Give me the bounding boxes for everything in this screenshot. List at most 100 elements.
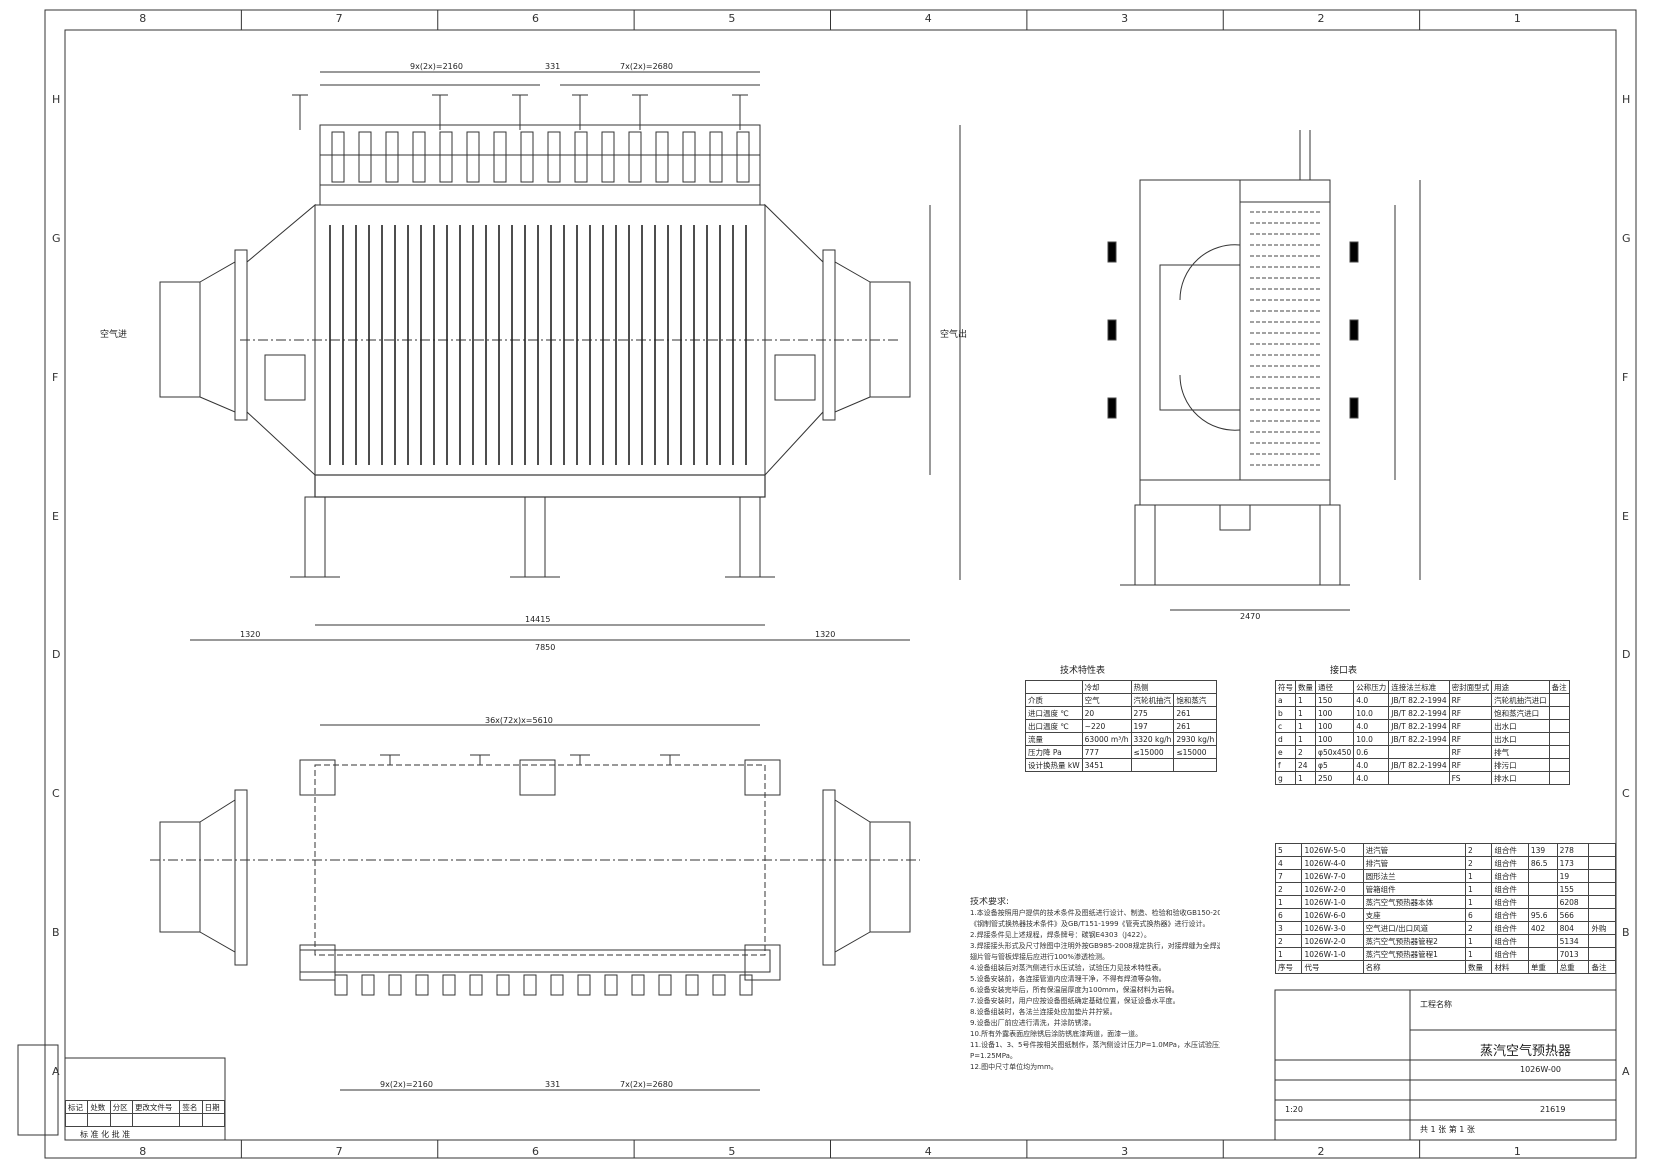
table-cell: 饱和蒸汽进口 [1491,706,1550,720]
table-cell: 数量 [1464,960,1493,974]
table-cell: 介质 [1025,693,1083,707]
table-cell [1527,882,1558,896]
table-cell: 6208 [1556,895,1590,909]
table-cell: d [1275,732,1296,746]
table-cell: 1 [1295,719,1316,733]
plan-header-pipe [712,974,726,996]
table-cell: 1 [1464,869,1493,883]
table-cell: 出水口 [1491,719,1550,733]
note-line: 2.焊接条件见上述规程，焊条牌号：碳钢E4303（J422）。 [970,931,1151,939]
table-cell: 公称压力 [1353,680,1390,694]
outer-border [44,9,1637,1159]
table-cell: 250 [1314,771,1355,785]
plan-header-pipe [523,974,537,996]
table-cell: 总重 [1556,960,1590,974]
table-cell [1548,745,1570,759]
zone-mark: 3 [1121,1145,1129,1158]
zone-mark: H [1622,93,1631,107]
table-cell: 3320 kg/h [1130,732,1175,746]
table-row: 冷却 热侧 [1025,680,1218,694]
table-cell: RF [1448,706,1493,720]
table-cell: 支座 [1362,908,1466,922]
table-cell: 标记 [64,1100,89,1114]
note-line: 《钢制管式换热器技术条件》及GB/T151-1999《管壳式换热器》进行设计。 [970,920,1210,928]
table-cell [1588,908,1616,922]
revision-table: 标记处数分区更改文件号签名日期 [64,1100,226,1127]
table-cell: 1 [1464,947,1493,961]
table-cell [1588,934,1616,948]
table-cell: 7013 [1556,947,1590,961]
table-cell: 圆形法兰 [1362,869,1466,883]
table-cell [1588,895,1616,909]
table-cell [1388,745,1450,759]
table-cell: φ5 [1314,758,1355,772]
project-name: 工程名称 [1420,1000,1452,1009]
table-cell [201,1113,226,1127]
plan-header-pipe [550,974,564,996]
weight: 21619 [1540,1105,1566,1114]
table-cell: 组合件 [1491,869,1529,883]
side-nozzle [1349,397,1359,419]
table-cell: 排污口 [1491,758,1550,772]
table-cell [1588,882,1616,896]
zone-mark: D [52,648,61,662]
table-cell: 1026W-1-0 [1301,947,1364,961]
table-cell: 275 [1130,706,1175,720]
header-pipe [547,131,561,183]
side-nozzle [1107,241,1117,263]
table-cell [1173,758,1218,772]
table-cell: 组合件 [1491,895,1529,909]
zone-mark: F [1622,370,1629,384]
table-cell: RF [1448,732,1493,746]
side-nozzle [1349,241,1359,263]
table-cell: 1 [1274,947,1303,961]
table-cell: 出水口 [1491,732,1550,746]
table-cell: 蒸汽空气预热器管程1 [1362,947,1466,961]
table-cell: 饱和蒸汽 [1173,693,1218,707]
table-cell: 更改文件号 [131,1100,181,1114]
note-line: 1.本设备按照用户提供的技术条件及图纸进行设计、制造、检验和验收GB150-20… [970,909,1220,917]
table-cell: f [1275,758,1296,772]
table-cell [109,1113,133,1127]
table-cell: 100 [1314,706,1355,720]
table-cell: 3 [1274,921,1303,935]
table-cell: 符号 [1275,680,1296,694]
table-cell [1548,706,1570,720]
note-line: 8.设备组装时，各法兰连接处应加垫片并拧紧。 [970,1008,1117,1016]
header-pipe [682,131,696,183]
table-cell: 出口温度 ℃ [1025,719,1083,733]
zone-mark: 5 [728,1145,736,1158]
table-cell: 设计换热量 kW [1025,758,1083,772]
table-cell: 代号 [1301,960,1364,974]
table-cell: JB/T 82.2-1994 [1388,693,1450,707]
table-cell: 566 [1556,908,1590,922]
header-pipe [520,131,534,183]
table-cell: RF [1448,758,1493,772]
table-cell: 24 [1295,758,1316,772]
table-cell: 备注 [1548,680,1570,694]
table-cell: JB/T 82.2-1994 [1388,719,1450,733]
header-pipe [466,131,480,183]
table-cell: φ50x450 [1314,745,1355,759]
tech-table-title: 技术特性表 [1060,666,1106,676]
table-cell: 组合件 [1491,934,1529,948]
plan-header-pipe [388,974,402,996]
table-cell [1548,719,1570,733]
table-row: 介质 空气 汽轮机抽汽 饱和蒸汽 [1025,693,1218,707]
table-cell: JB/T 82.2-1994 [1388,706,1450,720]
table-cell: 空气进口/出口风道 [1362,921,1466,935]
notes-title: 技术要求: [970,897,1010,907]
header-pipe [574,131,588,183]
air-inlet-label: 空气进 [100,330,128,340]
table-cell: 1 [1464,895,1493,909]
table-cell: 1026W-2-0 [1301,882,1364,896]
note-line: 5.设备安装前，各连接管道内应清理干净，不得有焊渣等杂物。 [970,975,1166,983]
table-cell: JB/T 82.2-1994 [1388,732,1450,746]
table-cell: 173 [1556,856,1590,870]
